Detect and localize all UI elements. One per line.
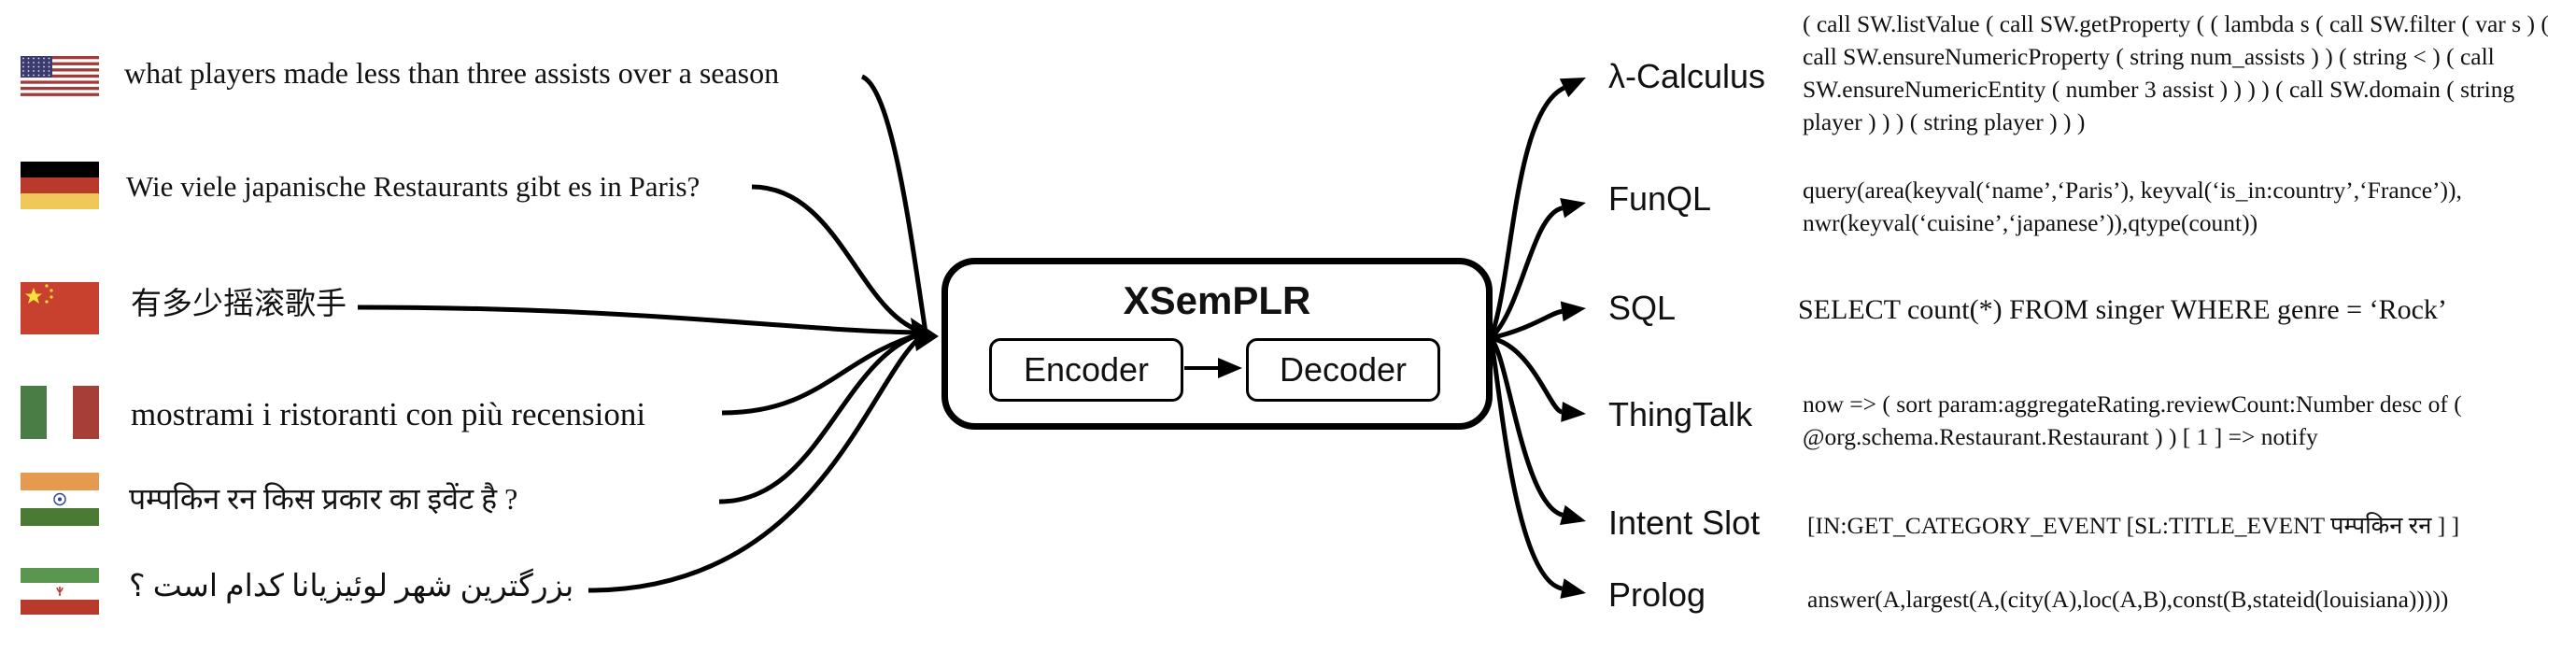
model-title: XSemPLR xyxy=(1123,278,1311,322)
arrow-thingtalk xyxy=(1490,335,1564,415)
arrow-thingtalk-head xyxy=(1561,401,1586,422)
arrow-lambda-calculus xyxy=(1488,85,1565,339)
encoder-box: Encoder xyxy=(989,338,1183,402)
input-utterance-italian: mostrami i ristoranti con più recensioni xyxy=(131,396,646,432)
iran-flag-icon xyxy=(21,568,99,615)
input-utterance-chinese: 有多少摇滚歌手 xyxy=(131,288,347,321)
arrow-chinese xyxy=(357,305,927,335)
output-label-sql: SQL xyxy=(1608,289,1677,327)
output-code-sql: SELECT count(*) FROM singer WHERE genre … xyxy=(1798,294,2447,325)
arrow-sql-head xyxy=(1560,301,1586,322)
arrow-prolog xyxy=(1488,337,1564,591)
output-code-lambda-calculus: ( call SW.listValue ( call SW.getPropert… xyxy=(1803,10,2549,135)
encoder-to-decoder-arrow xyxy=(1184,358,1242,378)
china-flag-icon xyxy=(21,282,99,334)
input-utterance-german: Wie viele japanische Restaurants gibt es… xyxy=(126,170,701,203)
output-code-prolog: answer(A,largest(A,(city(A),loc(A,B),con… xyxy=(1807,586,2449,613)
india-flag-icon xyxy=(21,473,99,526)
output-label-thingtalk: ThingTalk xyxy=(1608,395,1753,433)
input-utterance-persian: بزرگترین شهر لوئیزیانا کدام است ؟ xyxy=(129,570,574,603)
italy-flag-icon xyxy=(21,386,99,439)
input-arrowhead xyxy=(911,318,939,351)
output-label-intent-slot: Intent Slot xyxy=(1608,503,1761,542)
arrow-english xyxy=(860,74,928,333)
arrow-persian xyxy=(587,330,927,593)
input-utterance-english: what players made less than three assist… xyxy=(124,56,780,90)
us-flag-icon xyxy=(21,56,99,97)
output-label-prolog: Prolog xyxy=(1608,575,1706,614)
output-code-intent-slot: [IN:GET_CATEGORY_EVENT [SL:TITLE_EVENT प… xyxy=(1807,512,2460,539)
input-utterance-hindi: पम्पकिन रन किस प्रकार का इवेंट है ? xyxy=(129,482,518,516)
decoder-box: Decoder xyxy=(1246,338,1440,402)
arrow-lambda-calculus-head xyxy=(1559,78,1586,98)
arrow-funql-head xyxy=(1560,197,1586,219)
output-code-funql: query(area(keyval(‘name’,‘Paris’), keyva… xyxy=(1803,177,2462,236)
arrow-german xyxy=(751,184,927,335)
arrow-prolog-head xyxy=(1560,578,1586,599)
arrow-intent-slot-head xyxy=(1560,504,1586,525)
xsemplr-model-box: XSemPLR Encoder Decoder xyxy=(941,258,1493,430)
arrow-sql xyxy=(1490,308,1563,341)
arrow-intent-slot xyxy=(1489,336,1564,517)
output-label-lambda-calculus: λ-Calculus xyxy=(1608,57,1766,95)
germany-flag-icon xyxy=(21,162,99,209)
arrow-hindi xyxy=(718,330,927,504)
arrow-funql xyxy=(1489,206,1564,340)
arrow-italian xyxy=(721,330,927,416)
output-label-funql: FunQL xyxy=(1608,179,1712,218)
output-code-thingtalk: now => ( sort param:aggregateRating.revi… xyxy=(1803,390,2462,450)
